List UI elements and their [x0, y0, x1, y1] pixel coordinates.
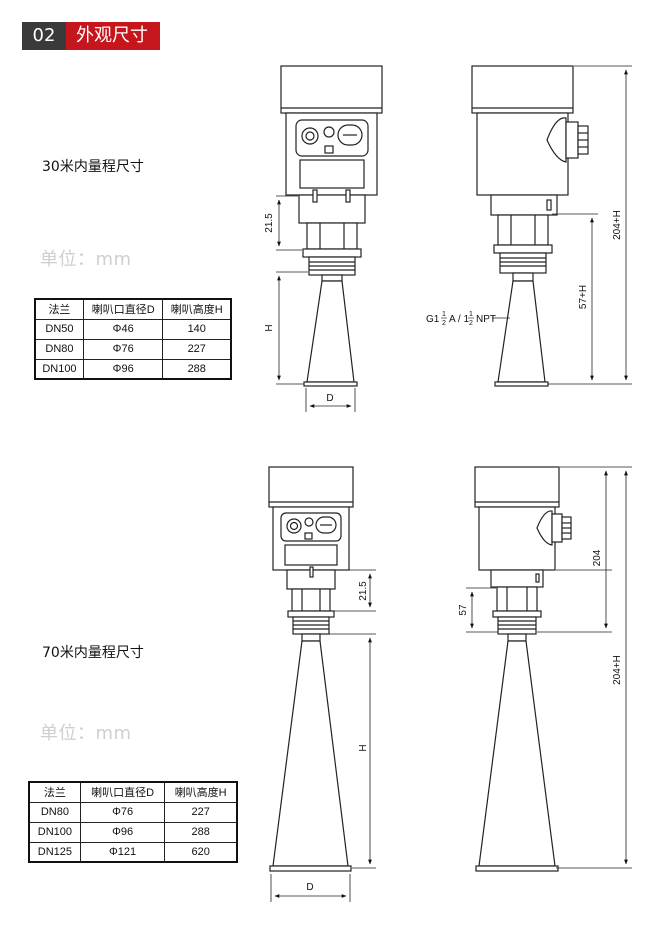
dim-label-h: H — [358, 744, 369, 751]
table-cell: 288 — [162, 358, 232, 380]
dim-label-21-5: 21.5 — [358, 581, 369, 601]
table-row: DN80 Φ76 227 — [34, 338, 232, 360]
dimension-lines-side-70m — [466, 466, 632, 869]
device-front-view-30m — [280, 65, 383, 387]
dimension-lines-front-70m — [270, 569, 376, 902]
table-cell: DN80 — [34, 338, 84, 360]
table-header-cell: 喇叭口直径D — [82, 298, 164, 320]
thread-fraction-denominator: 2 — [469, 320, 473, 327]
table-header-cell: 法兰 — [28, 781, 81, 803]
spec-table-70m: 法兰 喇叭口直径D 喇叭高度H DN80 Φ76 227 DN100 Φ96 2… — [28, 781, 238, 863]
section-number: 02 — [22, 22, 66, 50]
thread-label-middle: A / 1 — [449, 314, 469, 325]
caption-70m: 70米内量程尺寸 — [42, 645, 144, 661]
thread-fraction-numerator: 1 — [442, 311, 446, 318]
table-row: DN80 Φ76 227 — [28, 801, 238, 823]
section-header: 02 外观尺寸 — [22, 22, 160, 50]
dim-label-h: H — [264, 324, 275, 331]
dim-label-57: 57 — [458, 604, 469, 616]
table-row: DN100 Φ96 288 — [34, 358, 232, 380]
dim-label-204-h: 204+H — [612, 655, 623, 685]
dim-label-d: D — [326, 393, 333, 404]
dim-label-204: 204 — [592, 549, 603, 566]
table-cell: DN125 — [28, 841, 81, 863]
table-cell: 620 — [164, 841, 238, 863]
table-header-cell: 喇叭口直径D — [79, 781, 166, 803]
table-header-row: 法兰 喇叭口直径D 喇叭高度H — [28, 781, 238, 803]
thread-label-suffix: NPT — [476, 314, 496, 325]
dimension-lines-front-30m — [276, 195, 356, 412]
table-header-cell: 喇叭高度H — [162, 298, 232, 320]
table-cell: Φ121 — [79, 841, 166, 863]
dim-label-21-5: 21.5 — [264, 213, 275, 233]
table-cell: DN80 — [28, 801, 81, 823]
dim-label-204-h: 204+H — [612, 210, 623, 240]
dim-label-d: D — [306, 882, 313, 893]
dim-label-57-h: 57+H — [578, 285, 589, 309]
device-side-view-70m — [474, 466, 572, 872]
table-header-row: 法兰 喇叭口直径D 喇叭高度H — [34, 298, 232, 320]
caption-30m: 30米内量程尺寸 — [42, 159, 144, 175]
table-cell: DN100 — [28, 821, 81, 843]
thread-fraction-denominator: 2 — [442, 320, 446, 327]
table-row: DN125 Φ121 620 — [28, 841, 238, 863]
device-side-view-30m — [471, 65, 589, 387]
dimension-lines-side-30m — [492, 65, 632, 385]
thread-fraction-numerator: 1 — [469, 311, 473, 318]
table-cell: 140 — [162, 318, 232, 340]
unit-label-70m: 单位：mm — [40, 723, 132, 744]
section-title: 外观尺寸 — [66, 22, 160, 50]
thread-spec-label: G1 1 2 A / 1 1 2 NPT — [426, 311, 496, 327]
thread-label-prefix: G1 — [426, 314, 440, 325]
unit-label-30m: 单位：mm — [40, 249, 132, 270]
device-front-view-70m — [268, 466, 354, 872]
spec-table-30m: 法兰 喇叭口直径D 喇叭高度H DN50 Φ46 140 DN80 Φ76 22… — [34, 298, 232, 380]
table-cell: DN100 — [34, 358, 84, 380]
